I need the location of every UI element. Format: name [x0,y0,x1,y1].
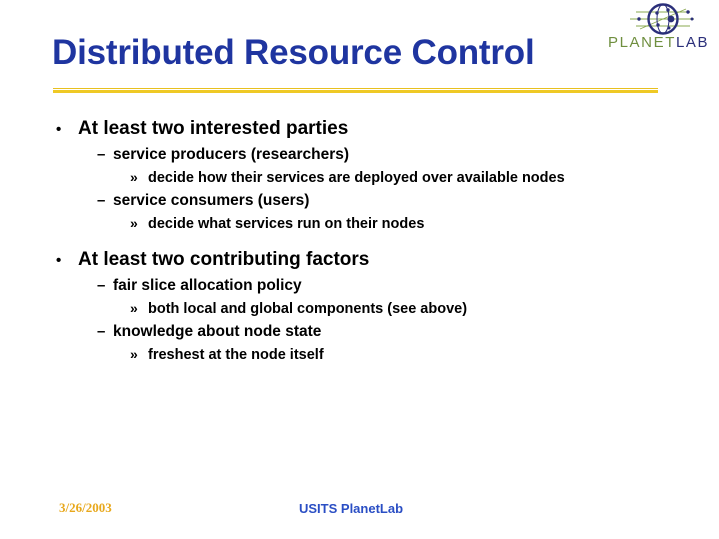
bullet-marker-icon: • [56,121,62,138]
bullet-marker-icon: – [97,192,106,209]
bullet-list: •At least two interested parties–service… [56,114,676,366]
planetlab-wordmark: PLANETLAB [608,34,719,51]
bullet-marker-icon: – [97,146,106,163]
title-divider [53,88,658,93]
bullet-text: both local and global components (see ab… [148,301,468,317]
bullet-spacer [56,235,676,245]
divider-line-thick [53,90,658,93]
wordmark-lab: LAB [675,34,710,51]
bullet-text: At least two contributing factors [78,249,370,270]
bullet-item-level-3: » freshest at the node itself [56,343,676,366]
bullet-text: knowledge about node state [113,323,322,340]
bullet-marker-icon: • [56,252,62,269]
bullet-text: service consumers (users) [113,192,310,209]
bullet-item-level-3: » decide what services run on their nodes [56,212,676,235]
bullet-marker-icon: – [97,277,106,294]
bullet-marker-icon: » [130,300,138,316]
planetlab-logo: PLANETLAB [606,1,719,53]
bullet-marker-icon: » [130,346,138,362]
bullet-item-level-1: • At least two contributing factors [56,247,676,274]
bullet-text: freshest at the node itself [148,347,324,363]
bullet-marker-icon: » [130,169,138,185]
bullet-text: fair slice allocation policy [113,277,302,294]
bullet-text: At least two interested parties [78,118,349,139]
bullet-marker-icon: » [130,215,138,231]
bullet-item-level-2: –fair slice allocation policy [56,274,676,297]
page-title: Distributed Resource Control [52,33,535,72]
wordmark-planet: PLANET [608,34,676,51]
bullet-text: service producers (researchers) [113,146,350,163]
bullet-item-level-2: –service consumers (users) [56,189,676,212]
bullet-item-level-3: » both local and global components (see a… [56,297,676,320]
bullet-marker-icon: – [97,323,106,340]
bullet-item-level-2: –service producers (researchers) [56,143,676,166]
footer-date: 3/26/2003 [59,500,112,515]
bullet-item-level-2: –knowledge about node state [56,320,676,343]
divider-line-thin [53,88,658,89]
bullet-text: decide how their services are deployed o… [148,170,565,186]
footer-presentation-label: USITS PlanetLab [299,501,404,516]
bullet-text: decide what services run on their nodes [148,216,425,232]
bullet-item-level-1: • At least two interested parties [56,116,676,143]
bullet-item-level-3: » decide how their services are deployed … [56,166,676,189]
planetlab-globe-icon [630,3,694,35]
